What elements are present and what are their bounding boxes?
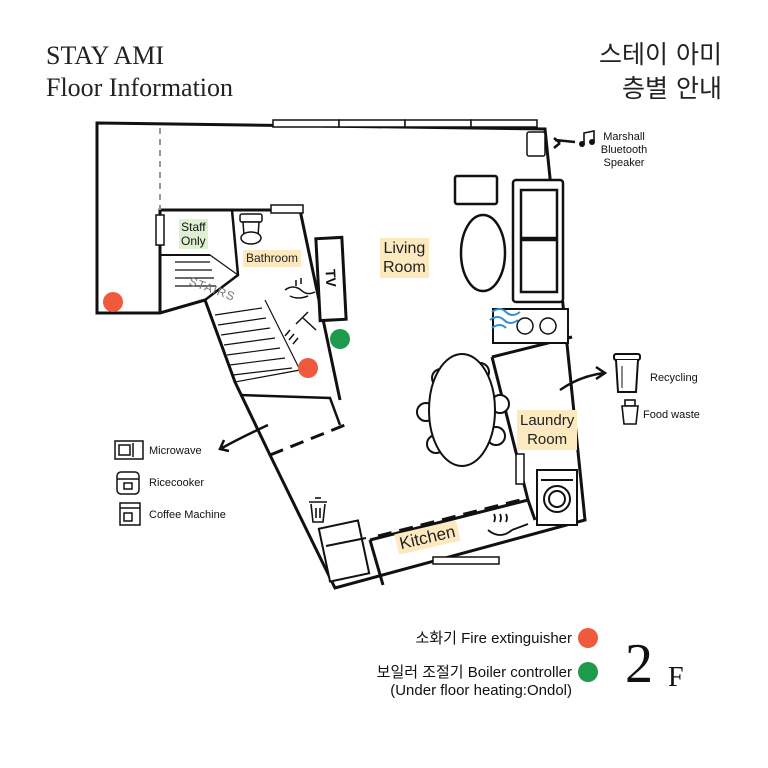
bathroom-label: Bathroom [243,250,302,267]
legend-fire-text: 소화기 Fire extinguisher [415,630,572,647]
air-flow-icon [489,308,521,329]
title-line-2: Floor Information [46,73,234,102]
sofa-icon [511,178,565,304]
tv-label: TV [322,268,340,288]
microwave-icon [114,440,144,460]
arrows [218,137,608,453]
handwash-icon [284,278,316,299]
coffee-table [459,213,507,293]
window-4 [470,119,538,128]
fridge-icon [317,519,371,583]
bath-lower-wall [239,393,342,426]
staff-door [155,214,165,246]
laundry-door [515,453,525,485]
speaker-label: Marshall Bluetooth Speaker [596,131,652,170]
legend-fire-dot [578,628,598,648]
recycling-arrow [559,371,605,392]
legend-boiler-dot [578,662,598,682]
music-note-icon [579,130,595,147]
window-3 [404,119,472,128]
living-room-label: Living Room [380,238,429,278]
speaker-line-2: Bluetooth [600,144,648,156]
speaker-line-3: Speaker [603,157,645,169]
coffee-machine-label: Coffee Machine [149,509,226,521]
food-waste-icon [621,399,639,425]
kitchen-dashed-doorway [377,496,529,538]
frying-pan-icon [487,513,529,536]
kitchen-window [432,556,500,565]
floor-suffix: F [668,662,684,693]
speaker-line-1: Marshall [603,131,645,143]
laundry-line-1: Laundry [520,412,575,429]
staff-line-1: Staff [181,220,206,234]
window-2 [338,119,406,128]
title-line-1: STAY AMI [46,41,165,70]
living-line-2: Room [383,259,426,276]
stairs-outline [170,254,301,383]
legend-boiler-line-2: (Under floor heating:Ondol) [390,682,572,699]
side-table [453,174,499,206]
microwave-label: Microwave [149,445,202,457]
fire-extinguisher-marker-1 [103,292,123,312]
ricecooker-label: Ricecooker [149,477,205,489]
ricecooker-icon [116,471,140,495]
toilet-icon [239,213,263,245]
staff-line-2: Only [181,234,206,248]
window-1 [272,119,340,128]
coffee-machine-icon [119,502,141,526]
shower-icon [284,311,317,345]
trash-icon [309,497,327,523]
floor-number: 2 [625,633,653,695]
living-line-1: Living [383,240,426,257]
dining-set [416,353,510,467]
legend-boiler-text: 보일러 조절기 Boiler controller (Under floor h… [377,664,572,700]
staff-only-label: Staff Only [179,219,208,249]
bath-window [270,204,304,214]
laundry-room-label: Laundry Room [517,410,578,450]
food-waste-label: Food waste [643,409,700,421]
laundry-line-2: Room [527,431,568,448]
korean-line-2: 층별 안내 [622,74,722,103]
washing-machine-icon [536,469,578,526]
tv-unit [314,235,348,323]
korean-line-1: 스테이 아미 [599,40,722,69]
title-korean: 스테이 아미 층별 안내 [599,38,722,106]
fire-extinguisher-marker-2 [298,358,318,378]
speaker-device [526,131,546,157]
recycling-label: Recycling [650,372,698,384]
kitchen-left [368,539,385,586]
appliance-arrow [221,423,269,450]
title-english: STAY AMI Floor Information [46,40,233,104]
recycling-bin-icon [613,353,641,393]
entry-dashed-doorway [269,423,346,457]
boiler-controller-marker [330,329,350,349]
legend-boiler-line-1: 보일러 조절기 Boiler controller [376,664,572,681]
